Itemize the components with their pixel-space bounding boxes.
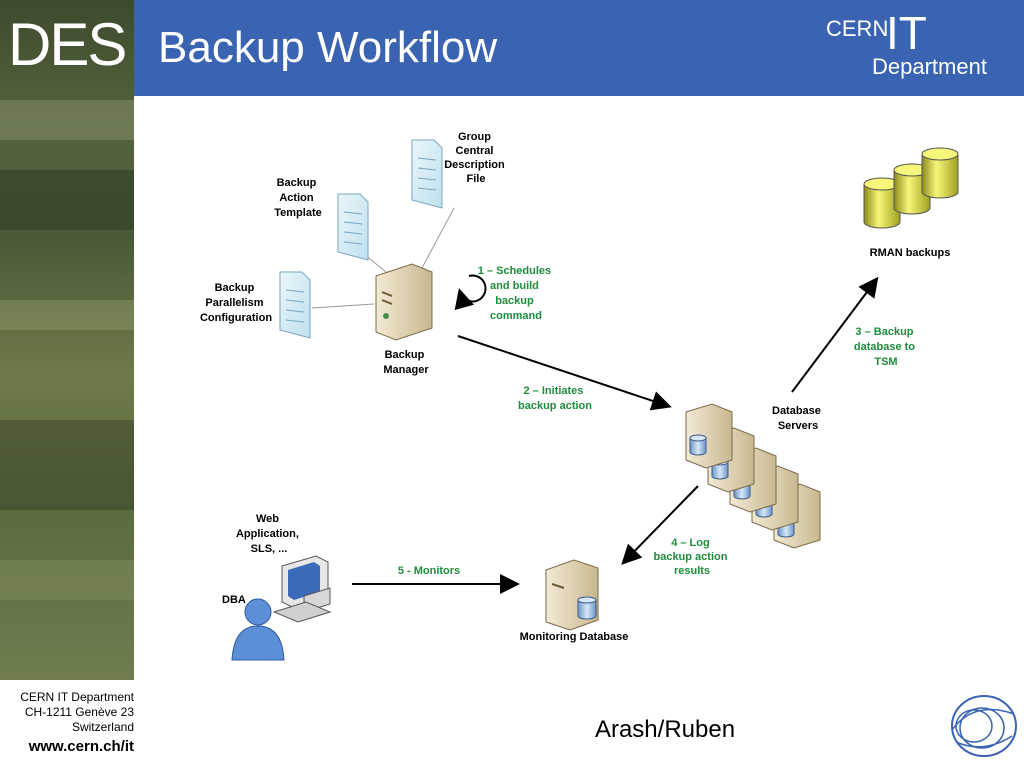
workstation-icon: [272, 555, 332, 623]
address-line: Switzerland: [71, 720, 134, 734]
schedule-cycle-icon: [454, 274, 487, 311]
footer-address: CERN IT Department CH-1211 Genève 23 Swi…: [0, 690, 134, 754]
cern-seal-icon: [951, 695, 1017, 757]
label-web-app: Web Application, SLS, ...: [236, 513, 302, 555]
header-bar: Backup Workflow CERN IT Department: [134, 0, 1024, 96]
cern-logo-cern: CERN: [826, 16, 889, 41]
logo-des: DES: [8, 11, 127, 78]
parallelism-icon: [279, 271, 311, 339]
sidebar-photo: DES: [0, 0, 134, 680]
dba-user-icon: [231, 598, 285, 661]
author-name: Arash/Ruben: [594, 716, 736, 743]
label-dba: DBA: [222, 594, 246, 606]
arrow-step3: [791, 276, 879, 393]
cern-logo-it: IT: [886, 7, 927, 59]
label-monitoring-db: Monitoring Database: [520, 631, 629, 643]
step4-label: 4 – Log backup action results: [653, 537, 730, 577]
label-action-template: Backup Action Template: [274, 177, 321, 219]
step2-label: 2 – Initiates backup action: [518, 385, 592, 412]
rman-backups-icon: [863, 147, 959, 229]
group-file-icon: [411, 139, 443, 209]
arrow-step4: [621, 485, 699, 565]
label-rman: RMAN backups: [870, 247, 951, 259]
database-servers-icon: [685, 403, 821, 549]
line-parallelism: [311, 303, 375, 309]
label-group-file: Group Central Description File: [444, 131, 508, 185]
page-title: Backup Workflow: [158, 23, 498, 72]
cern-logo-department: Department: [872, 54, 987, 79]
arrow-step2: [457, 335, 672, 411]
backup-manager-server-icon: [375, 263, 433, 341]
cern-it-logo: CERN IT Department: [816, 7, 1016, 86]
step3-label: 3 – Backup database to TSM: [854, 326, 918, 368]
label-parallelism: Backup Parallelism Configuration: [200, 282, 272, 324]
action-template-icon: [337, 193, 369, 261]
step1-label: 1 – Schedules and build backup command: [478, 265, 554, 322]
address-line: CERN IT Department: [20, 690, 134, 704]
step5-label: 5 - Monitors: [398, 565, 460, 577]
label-backup-manager: Backup Manager: [383, 349, 429, 376]
backup-workflow-diagram: Group Central Description File Backup Ac…: [200, 131, 959, 661]
label-database-servers: Database Servers: [772, 405, 824, 432]
monitoring-database-icon: [545, 559, 599, 631]
address-line: CH-1211 Genève 23: [24, 705, 134, 719]
footer-url[interactable]: www.cern.ch/it: [28, 738, 134, 755]
line-group-file: [421, 207, 455, 269]
